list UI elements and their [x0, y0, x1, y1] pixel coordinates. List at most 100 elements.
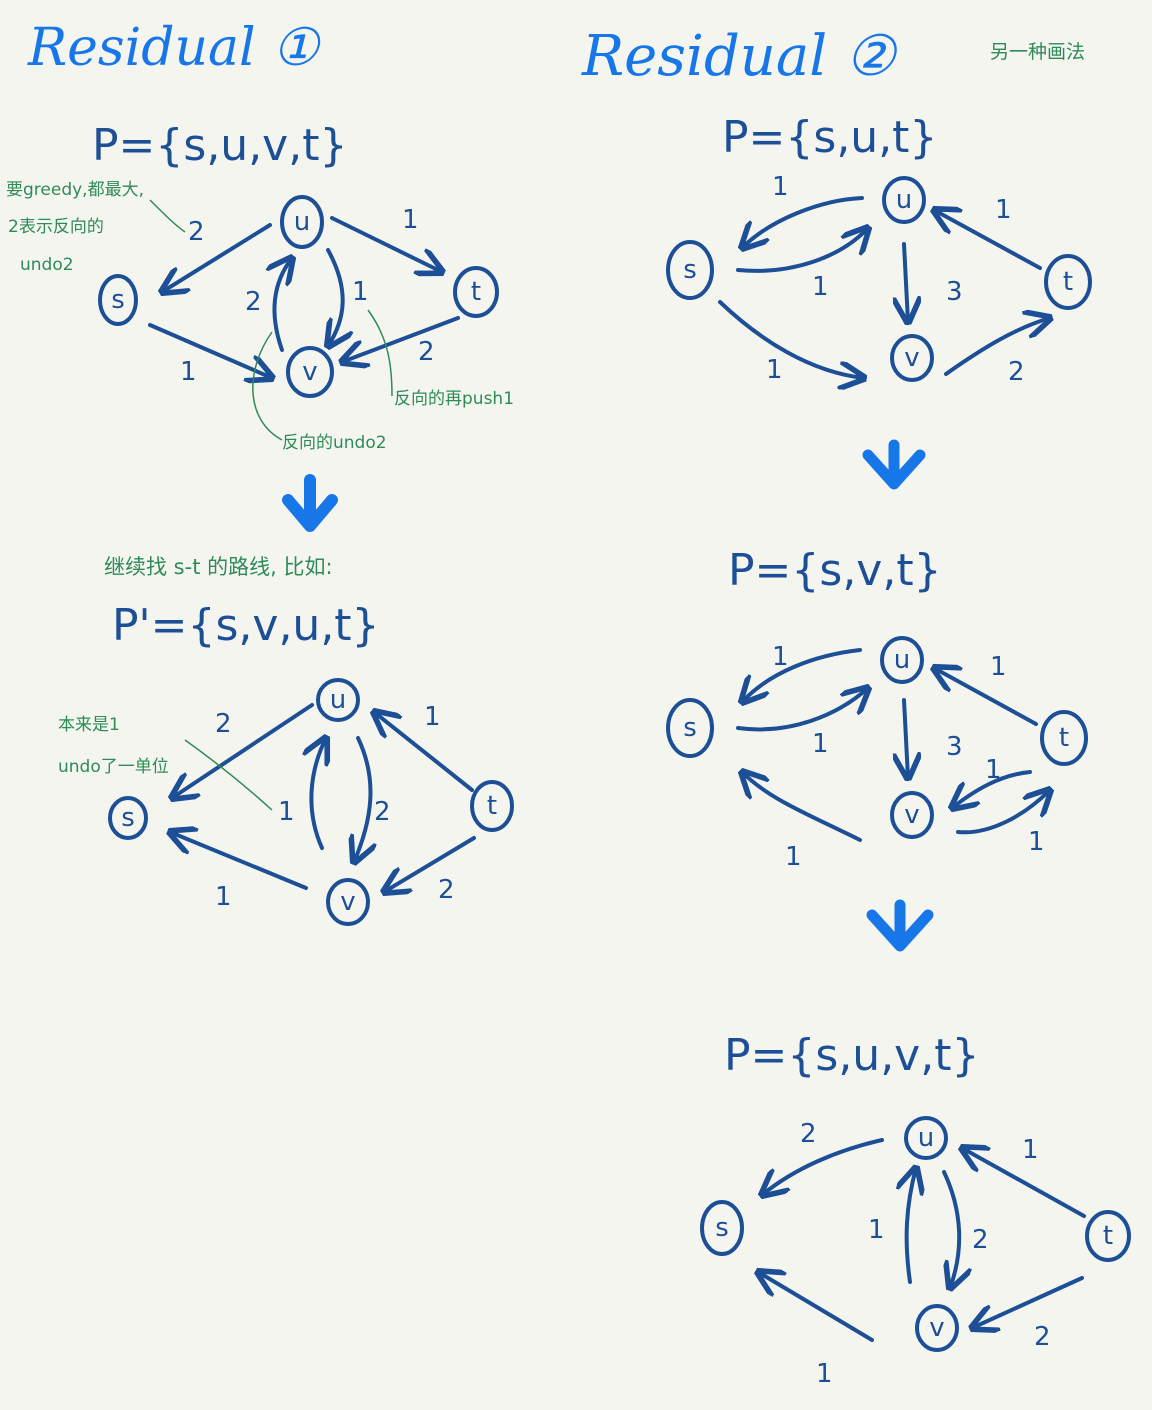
edge-u-v — [904, 698, 908, 778]
node-label-s: s — [121, 803, 135, 833]
left-graph-2 — [108, 678, 514, 926]
note-reverse: 2表示反向的 — [8, 217, 104, 237]
right-path-2: P={s,v,t} — [728, 545, 942, 596]
node-v — [286, 346, 334, 398]
label-v-t: 1 — [1028, 827, 1045, 857]
label-u-s: 2 — [215, 709, 232, 739]
node-u — [880, 636, 924, 684]
note-undo: undo2 — [20, 255, 74, 275]
node-label-s: s — [715, 1213, 729, 1243]
label-v-s: 1 — [816, 1359, 833, 1389]
edge-s-u — [736, 228, 868, 273]
note-pointer-undo2 — [252, 331, 283, 441]
edge-u-v — [354, 736, 370, 862]
note-was-1: 本来是1 — [58, 715, 120, 735]
node-t — [470, 780, 514, 832]
label-t-u: 1 — [990, 652, 1007, 682]
edge-v-s — [758, 1272, 874, 1342]
edge-t-u — [962, 1148, 1086, 1218]
node-v — [326, 878, 370, 926]
right-graph-3 — [700, 1116, 1131, 1352]
edge-u-t — [330, 216, 442, 272]
label-u-v: 3 — [946, 277, 963, 307]
label-u-s: 2 — [188, 217, 205, 247]
label-s-v: 1 — [766, 355, 783, 385]
edge-t-v — [952, 770, 1032, 808]
label-t-u: 1 — [995, 195, 1012, 225]
node-label-t: t — [1059, 723, 1069, 753]
node-u — [904, 1116, 948, 1160]
label-t-u: 1 — [424, 702, 441, 732]
node-t — [1085, 1210, 1131, 1262]
label-u-s: 1 — [772, 172, 789, 202]
node-t — [1044, 254, 1092, 310]
node-v — [890, 791, 934, 839]
down-arrow-icon — [862, 439, 926, 490]
node-label-s: s — [683, 713, 697, 743]
label-u-v: 2 — [374, 797, 391, 827]
note-greedy: 要greedy,都最大, — [6, 180, 144, 200]
label-v-u: 1 — [278, 797, 295, 827]
continue-note: 继续找 s-t 的路线, 比如: — [104, 555, 333, 579]
left-title: Residual ① — [27, 18, 321, 78]
node-u — [882, 176, 926, 224]
node-label-s: s — [683, 255, 697, 285]
node-label-v: v — [904, 343, 919, 373]
label-v-s: 1 — [215, 882, 232, 912]
edge-v-u — [311, 738, 326, 850]
label-t-u: 1 — [1022, 1135, 1039, 1165]
edge-u-s — [172, 703, 314, 798]
edge-s-v — [148, 323, 272, 378]
note-pointer-greedy — [149, 199, 186, 233]
label-t-v: 2 — [1034, 1322, 1051, 1352]
edge-u-v — [904, 242, 908, 322]
edge-s-u — [736, 688, 868, 732]
label-u-v: 2 — [972, 1225, 989, 1255]
edge-v-t — [956, 790, 1050, 835]
label-v-s: 1 — [785, 842, 802, 872]
label-t-v: 1 — [985, 755, 1002, 785]
node-label-s: s — [111, 285, 125, 315]
node-label-v: v — [929, 1313, 944, 1343]
node-s — [108, 796, 148, 840]
node-label-u: u — [894, 645, 910, 675]
label-v-t: 2 — [1008, 357, 1025, 387]
node-s — [666, 240, 714, 300]
edge-s-v — [718, 300, 864, 378]
edge-t-v — [384, 836, 476, 892]
node-v — [915, 1304, 959, 1352]
label-t-v: 2 — [418, 337, 435, 367]
right-title: Residual ② — [581, 24, 898, 89]
left-path-1: P={s,u,v,t} — [92, 120, 347, 171]
node-label-u: u — [330, 685, 346, 715]
edge-v-u — [907, 1168, 916, 1284]
label-s-u: 1 — [812, 729, 829, 759]
edge-u-s — [762, 1138, 884, 1195]
note-pointer-push — [367, 309, 393, 397]
right-path-1: P={s,u,t} — [722, 112, 937, 163]
label-s-v: 1 — [180, 357, 197, 387]
down-arrow-icon — [282, 474, 338, 532]
right-graph-1 — [666, 176, 1092, 380]
node-s — [98, 274, 138, 326]
node-label-v: v — [302, 357, 317, 387]
label-u-s: 2 — [800, 1119, 817, 1149]
edge-u-v — [328, 248, 343, 346]
note-undo-one: undo了一单位 — [58, 757, 169, 777]
right-path-3: P={s,u,v,t} — [724, 1030, 979, 1081]
edge-t-u — [934, 668, 1038, 726]
node-t — [1040, 710, 1088, 766]
label-u-s: 1 — [772, 642, 789, 672]
note-pointer-was-1 — [184, 739, 273, 811]
node-label-v: v — [340, 887, 355, 917]
node-label-t: t — [471, 277, 481, 307]
label-s-u: 1 — [812, 272, 829, 302]
edge-t-v — [972, 1276, 1084, 1328]
node-u — [316, 678, 360, 722]
node-label-t: t — [1063, 267, 1073, 297]
node-label-t: t — [487, 791, 497, 821]
node-label-u: u — [896, 185, 912, 215]
node-label-v: v — [904, 800, 919, 830]
node-u — [280, 195, 324, 249]
